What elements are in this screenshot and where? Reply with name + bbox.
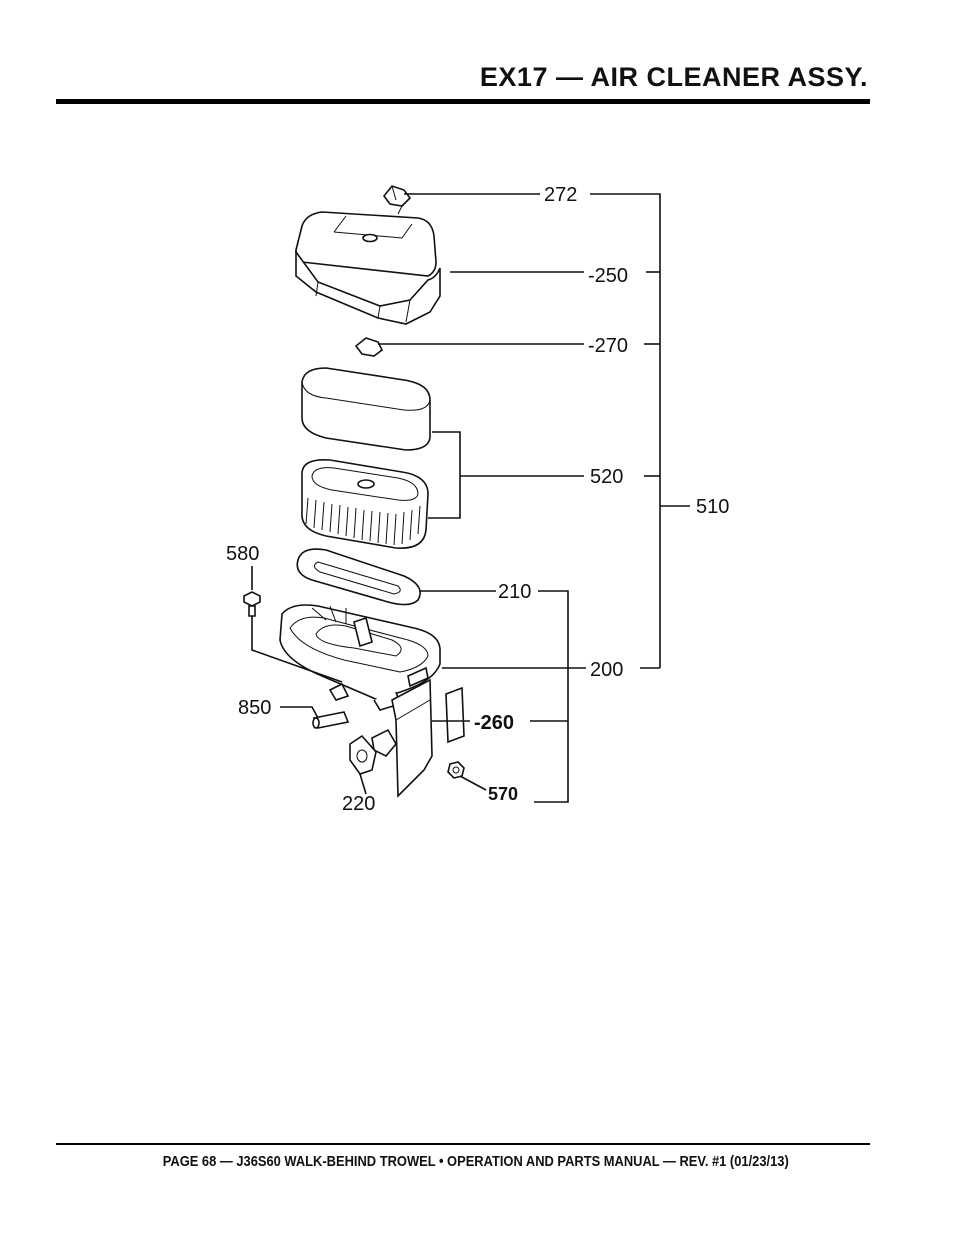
label-plate-260: [445, 686, 465, 744]
wing-nut-270: [354, 337, 384, 357]
callout-272: 272: [544, 184, 577, 206]
callout-210: 210: [498, 581, 531, 603]
callout-850: 850: [238, 697, 271, 719]
breather-tube-850: [312, 711, 350, 729]
callout-250: -250: [588, 265, 628, 287]
callout-580: 580: [226, 543, 259, 565]
callout-260: -260: [474, 712, 514, 734]
nut-570: [447, 761, 465, 779]
cover-250: [295, 211, 441, 325]
header-rule: [56, 99, 870, 104]
bolt-580: [243, 591, 261, 617]
callout-570: 570: [488, 784, 518, 804]
pre-cleaner-sleeve: [301, 367, 431, 451]
page-title: EX17 — AIR CLEANER ASSY.: [479, 62, 868, 92]
callout-270: -270: [588, 335, 628, 357]
paper-filter-element: [301, 458, 429, 549]
gasket-220: [349, 734, 377, 775]
wing-nut-272: [382, 185, 412, 215]
callout-510: 510: [696, 496, 729, 518]
elbow-duct: [371, 678, 433, 798]
callout-200: 200: [590, 659, 623, 681]
callout-520: 520: [590, 466, 623, 488]
callout-220: 220: [342, 793, 375, 815]
air-cleaner-case-200: [279, 604, 441, 711]
footer-rule: [56, 1143, 870, 1145]
gasket-210: [296, 548, 421, 606]
leader-lines: [251, 193, 690, 803]
page-footer: PAGE 68 — J36S60 WALK-BEHIND TROWEL • OP…: [162, 1153, 789, 1170]
